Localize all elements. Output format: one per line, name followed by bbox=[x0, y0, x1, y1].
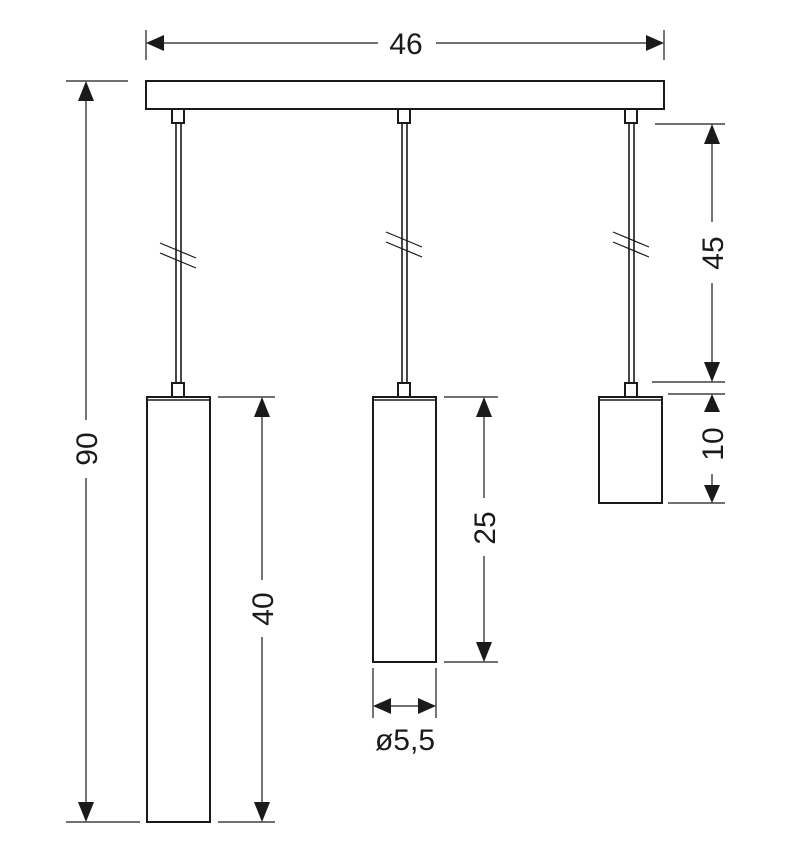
cable-clamp-bottom bbox=[171, 382, 185, 398]
total-height-label: 90 bbox=[71, 432, 104, 465]
shade-medium-dimension: 25 bbox=[444, 396, 502, 663]
arrow-left-icon bbox=[146, 35, 164, 51]
cable-clamp-bottom bbox=[624, 382, 638, 398]
arrow-down-icon bbox=[704, 485, 720, 503]
cable-clamp-top bbox=[624, 108, 638, 124]
shade-long bbox=[146, 396, 211, 823]
diameter-label: ø5,5 bbox=[375, 724, 435, 757]
arrow-down-icon bbox=[476, 642, 492, 662]
shade-medium bbox=[372, 396, 437, 663]
arrow-up-icon bbox=[476, 397, 492, 417]
arrow-right-icon bbox=[646, 35, 664, 51]
arrow-right-icon bbox=[418, 698, 436, 714]
width-label: 46 bbox=[389, 28, 422, 61]
arrow-left-icon bbox=[373, 698, 391, 714]
pendant-long bbox=[146, 108, 211, 823]
arrow-down-icon bbox=[78, 802, 94, 822]
cable-length-label: 45 bbox=[697, 236, 730, 269]
cable-clamp-bottom bbox=[397, 382, 411, 398]
shade-long-dimension: 40 bbox=[218, 396, 280, 823]
cable-clamp-top bbox=[397, 108, 411, 124]
arrow-down-icon bbox=[704, 362, 720, 382]
arrow-up-icon bbox=[704, 394, 720, 412]
shade-short bbox=[598, 396, 663, 504]
arrow-up-icon bbox=[704, 124, 720, 144]
cable-length-dimension: 45 bbox=[652, 123, 730, 383]
arrow-up-icon bbox=[78, 81, 94, 101]
pendant-medium bbox=[372, 108, 437, 663]
cable-clamp-top bbox=[171, 108, 185, 124]
shade-long-label: 40 bbox=[247, 592, 280, 625]
arrow-down-icon bbox=[254, 802, 270, 822]
pendant-short bbox=[598, 108, 663, 504]
shade-short-dimension: 10 bbox=[668, 393, 730, 504]
diameter-dimension: ø5,5 bbox=[372, 668, 437, 757]
total-height-dimension: 90 bbox=[66, 80, 140, 823]
shade-medium-label: 25 bbox=[469, 511, 502, 544]
canopy-bar bbox=[145, 80, 665, 110]
width-dimension: 46 bbox=[145, 28, 665, 61]
arrow-up-icon bbox=[254, 397, 270, 417]
shade-short-label: 10 bbox=[697, 427, 730, 460]
